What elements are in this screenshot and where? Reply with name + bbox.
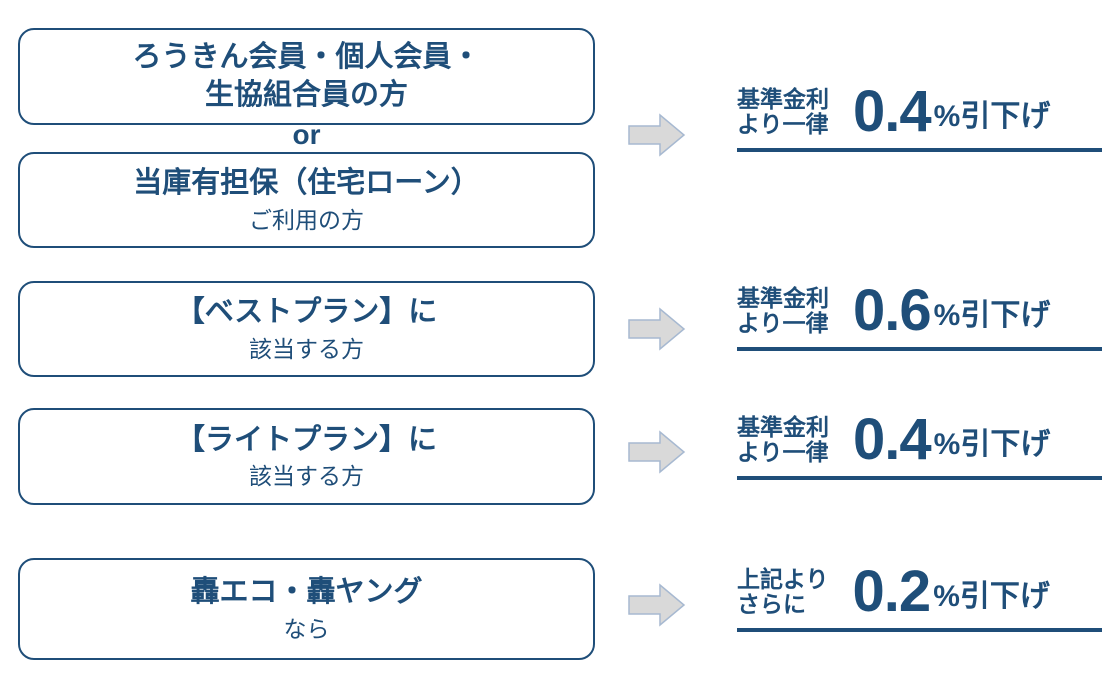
condition-box-line2: ご利用の方	[249, 206, 364, 233]
rate-value: 0.2	[852, 559, 932, 624]
arrow-right-icon	[628, 307, 686, 351]
condition-box-line1: 轟エコ・轟ヤング	[190, 576, 423, 609]
rate-qualifier: 基準金利 より一律	[737, 87, 829, 137]
arrow-right-icon	[628, 430, 686, 474]
rate-qualifier-line1: 基準金利	[737, 414, 829, 440]
rate-unit: %引下げ	[933, 299, 1051, 332]
rate-qualifier: 基準金利 より一律	[737, 415, 829, 465]
or-connector: or	[292, 119, 321, 150]
rate-qualifier: 基準金利 より一律	[737, 286, 829, 336]
rate-qualifier-line1: 基準金利	[737, 86, 829, 112]
condition-box-line1: 【ベストプラン】に	[175, 296, 438, 329]
result-row: 基準金利 より一律 0.4 %引下げ	[737, 80, 1102, 152]
arrow-right-icon	[628, 113, 686, 157]
condition-box-line2: 該当する方	[249, 335, 364, 362]
condition-box-line1: 当庫有担保（住宅ローン）	[133, 167, 480, 200]
rate-unit: %引下げ	[933, 100, 1051, 133]
rate-unit: %引下げ	[933, 580, 1050, 613]
rate-value: 0.4	[853, 407, 932, 472]
condition-box-best-plan: 【ベストプラン】に 該当する方	[18, 281, 595, 377]
rate-qualifier: 上記より さらに	[737, 567, 829, 617]
rate-qualifier-line2: より一律	[737, 439, 829, 465]
rate-unit: %引下げ	[933, 428, 1051, 461]
result-row: 基準金利 より一律 0.4 %引下げ	[737, 408, 1102, 480]
rate-qualifier-line2: さらに	[737, 591, 806, 617]
condition-box-line2: 該当する方	[249, 463, 364, 490]
rate-qualifier-line1: 上記より	[737, 566, 829, 592]
rate-qualifier-line2: より一律	[737, 111, 829, 137]
rate-qualifier-line1: 基準金利	[737, 285, 829, 311]
condition-box-line2: なら	[283, 615, 330, 642]
condition-box-eco-young: 轟エコ・轟ヤング なら	[18, 558, 595, 660]
result-row: 基準金利 より一律 0.6 %引下げ	[737, 279, 1102, 351]
condition-box-secured-loan: 当庫有担保（住宅ローン） ご利用の方	[18, 152, 595, 248]
condition-box-line1: 【ライトプラン】に	[175, 423, 437, 456]
rate-value: 0.4	[853, 79, 932, 144]
rate-qualifier-line2: より一律	[737, 310, 829, 336]
condition-box-member: ろうきん会員・個人会員・ 生協組合員の方	[18, 28, 595, 125]
result-row: 上記より さらに 0.2 %引下げ	[737, 560, 1102, 632]
condition-box-light-plan: 【ライトプラン】に 該当する方	[18, 408, 595, 505]
condition-box-line1: ろうきん会員・個人会員・	[132, 41, 481, 74]
rate-value: 0.6	[853, 278, 932, 343]
arrow-right-icon	[628, 583, 686, 627]
condition-box-line2: 生協組合員の方	[204, 78, 408, 111]
